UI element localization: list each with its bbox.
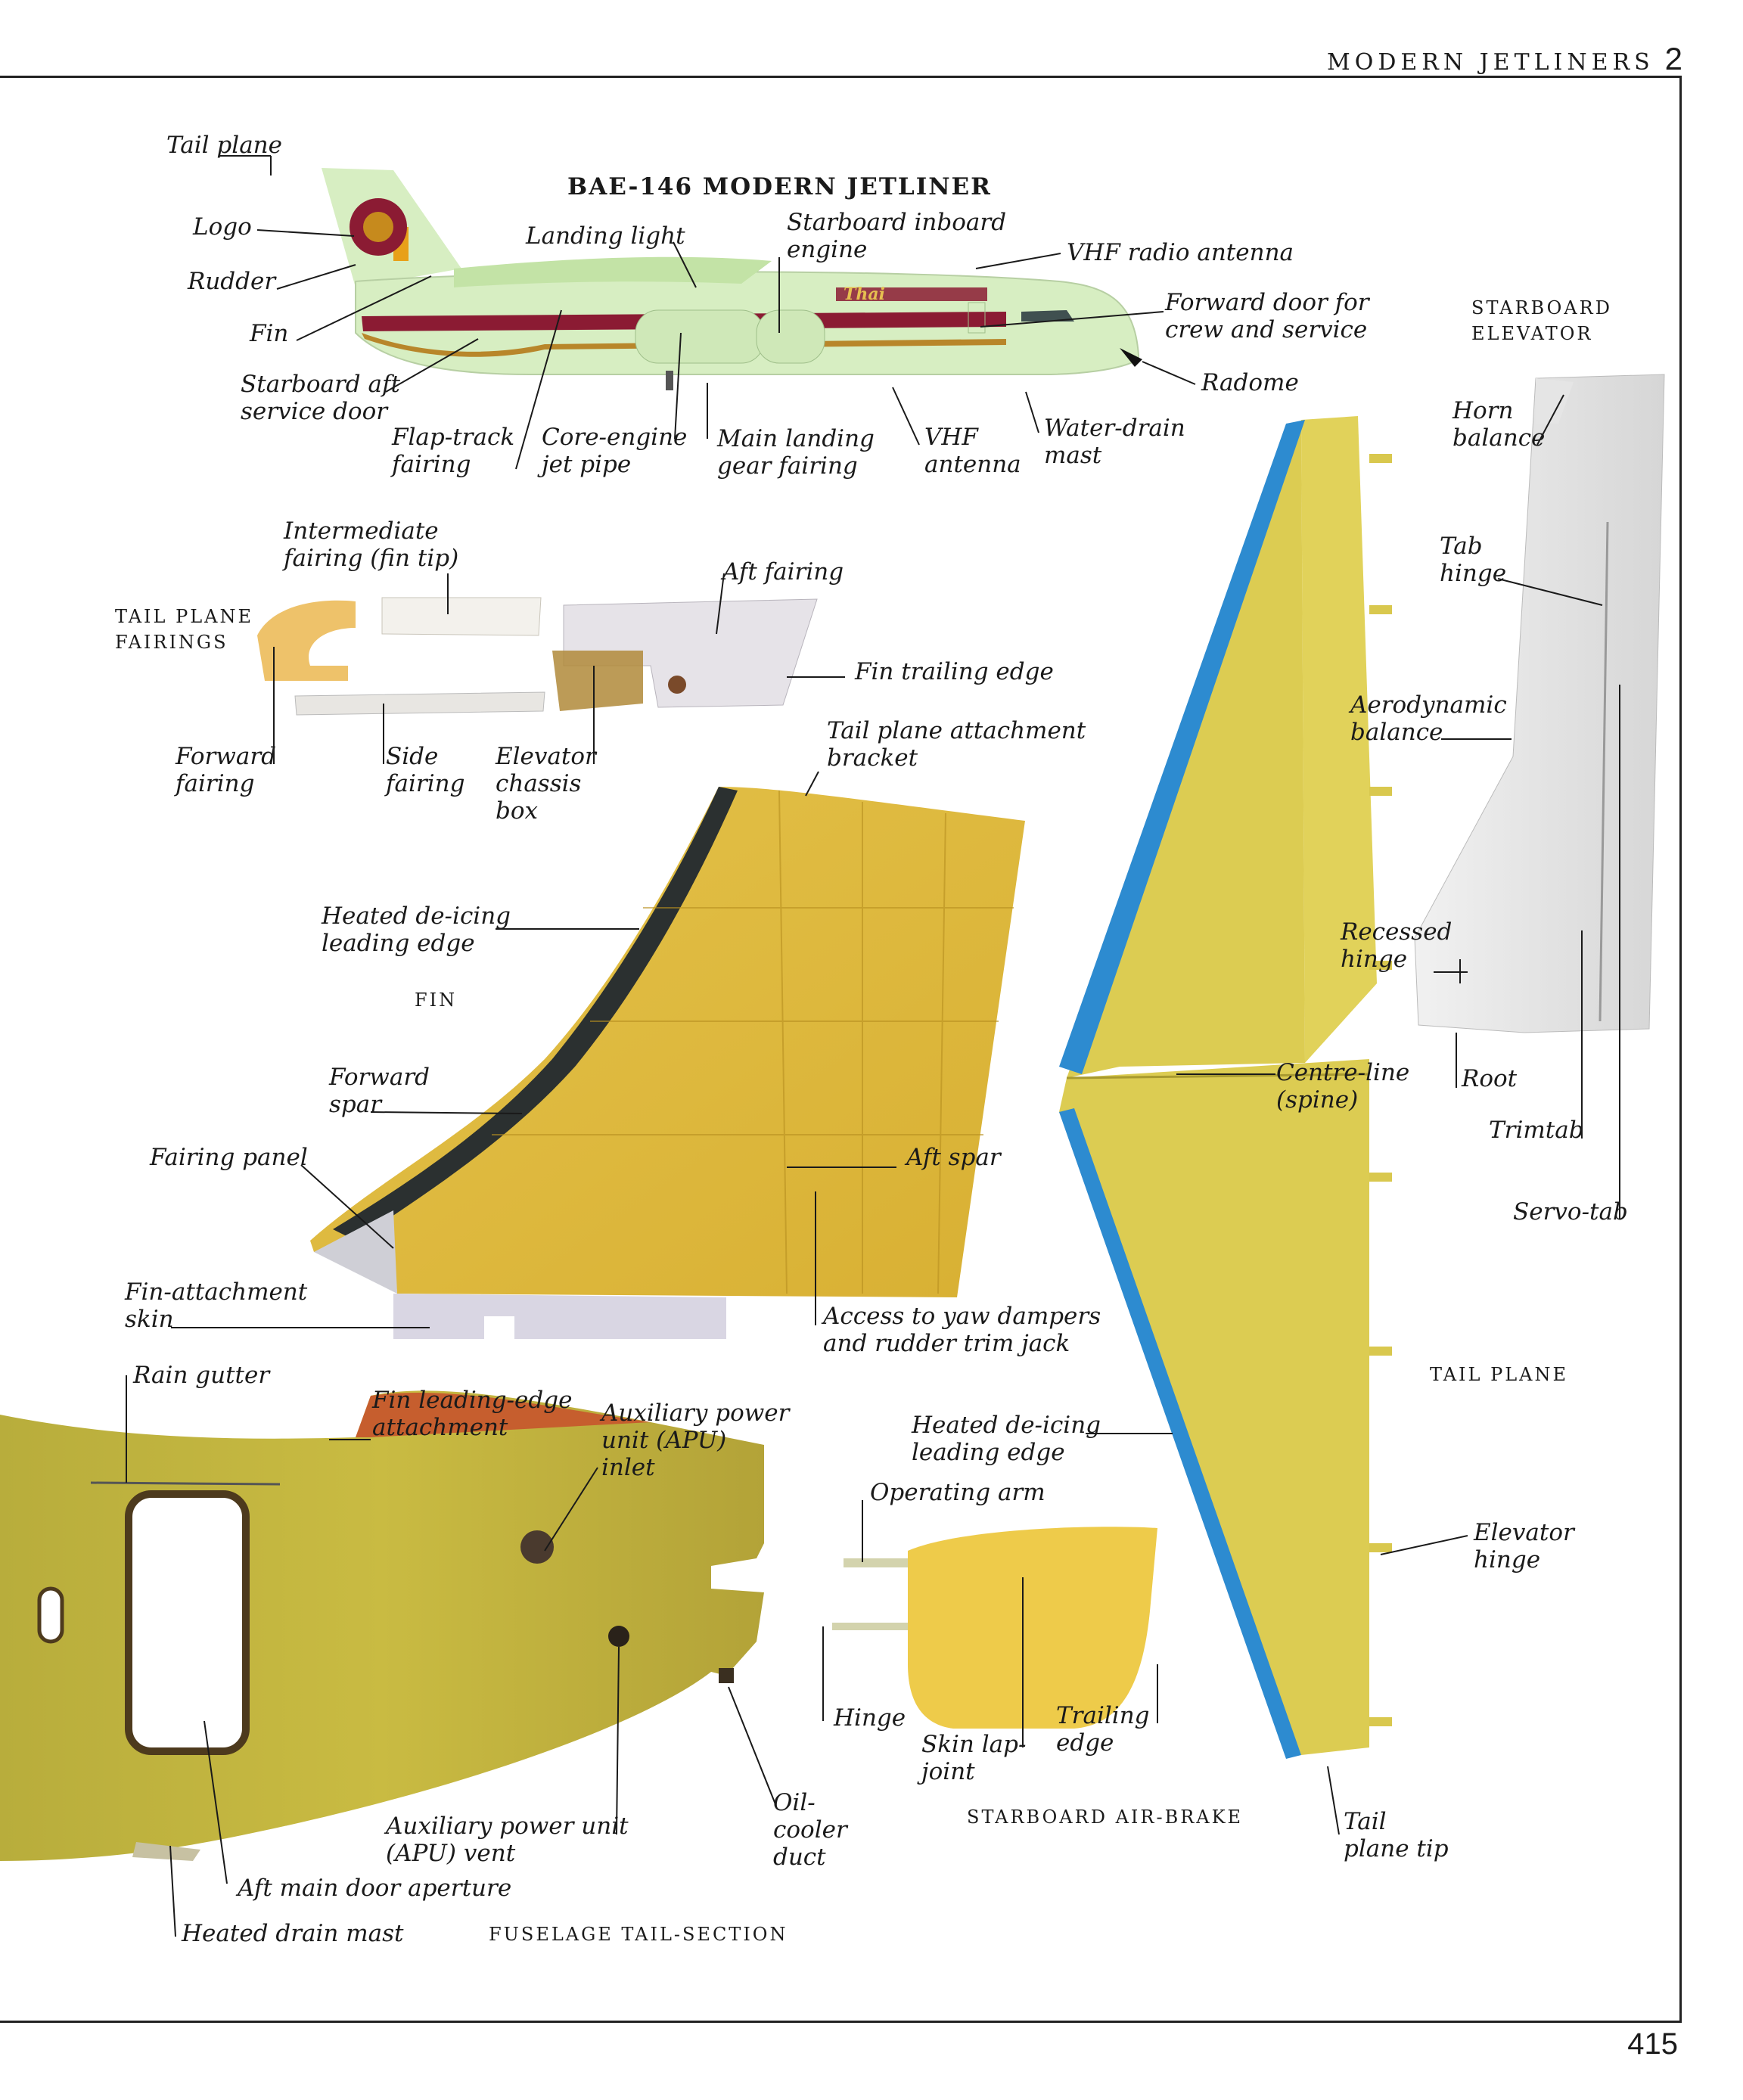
airbrake-operating-arm	[844, 1558, 908, 1567]
label-trailing-edge: Trailing edge	[1056, 1702, 1150, 1757]
fuselage-window	[39, 1589, 62, 1642]
label-water-drain-mast: Water-drain mast	[1044, 415, 1185, 469]
side-fairing-shape	[295, 692, 545, 715]
label-fin-le-attachment: Fin leading-edge attachment	[372, 1387, 572, 1441]
landing-gear	[666, 371, 673, 390]
tail-logo-centre	[363, 212, 393, 242]
label-heated-deicing-fin: Heated de-icing leading edge	[322, 902, 511, 957]
forward-fairing-shape	[257, 601, 356, 681]
label-aft-spar: Aft spar	[906, 1144, 1001, 1171]
label-apu-vent: Auxiliary power unit (APU) vent	[386, 1813, 629, 1867]
label-oil-cooler-duct: Oil- cooler duct	[773, 1789, 847, 1871]
title-fuselage-tail-section: FUSELAGE TAIL-SECTION	[489, 1921, 788, 1947]
label-vhf-radio-antenna: VHF radio antenna	[1067, 239, 1294, 266]
label-tail-plane-attachment-bracket: Tail plane attachment bracket	[827, 717, 1086, 772]
label-fairing-panel: Fairing panel	[150, 1144, 308, 1171]
label-fin-trailing-edge: Fin trailing edge	[855, 658, 1054, 685]
title-starboard-air-brake: STARBOARD AIR-BRAKE	[967, 1804, 1243, 1830]
label-heated-drain-mast: Heated drain mast	[182, 1920, 404, 1947]
label-servo-tab: Servo-tab	[1513, 1198, 1628, 1226]
label-aft-fairing: Aft fairing	[722, 558, 844, 586]
title-jetliner: BAE-146 MODERN JETLINER	[567, 174, 992, 200]
label-elevator-chassis-box: Elevator chassis box	[496, 743, 596, 825]
label-access-yaw-dampers: Access to yaw dampers and rudder trim ja…	[823, 1303, 1101, 1357]
title-fin: FIN	[415, 987, 457, 1013]
label-core-engine-jet-pipe: Core-engine jet pipe	[542, 424, 687, 478]
rain-gutter-line	[91, 1483, 280, 1484]
label-logo: Logo	[193, 213, 252, 241]
inboard-engine	[635, 310, 764, 363]
airbrake-hinge-arm	[832, 1623, 908, 1630]
label-forward-door: Forward door for crew and service	[1165, 289, 1369, 343]
intermediate-fairing-shape	[382, 598, 541, 635]
label-horn-balance: Horn balance	[1452, 397, 1545, 452]
label-side-fairing: Side fairing	[386, 743, 464, 797]
label-flap-track-fairing: Flap-track fairing	[392, 424, 514, 478]
fin-body	[310, 787, 1025, 1297]
label-elevator-hinge: Elevator hinge	[1474, 1519, 1574, 1573]
label-apu-inlet: Auxiliary power unit (APU) inlet	[601, 1399, 789, 1481]
label-vhf-antenna: VHF antenna	[924, 424, 1021, 478]
label-aerodynamic-balance: Aerodynamic balance	[1350, 691, 1507, 746]
label-recessed-hinge: Recessed hinge	[1341, 918, 1452, 973]
title-tail-plane: TAIL PLANE	[1430, 1362, 1568, 1387]
tail-fairings-illustration	[257, 598, 817, 715]
label-main-landing-gear-fairing: Main landing gear fairing	[717, 425, 875, 480]
apu-inlet-hole	[520, 1530, 554, 1564]
aft-main-door-aperture-shape	[129, 1494, 246, 1751]
airbrake-illustration	[832, 1527, 1157, 1729]
airbrake-panel	[908, 1527, 1157, 1729]
label-hinge: Hinge	[834, 1704, 906, 1732]
label-forward-spar: Forward spar	[329, 1064, 430, 1118]
title-tail-fairings: TAIL PLANE FAIRINGS	[115, 604, 253, 655]
label-operating-arm: Operating arm	[870, 1479, 1045, 1506]
label-skin-lap-joint: Skin lap- joint	[921, 1731, 1026, 1785]
label-starboard-aft-service-door: Starboard aft service door	[241, 371, 400, 425]
label-starboard-inboard-engine: Starboard inboard engine	[787, 209, 1006, 263]
label-centre-line-spine: Centre-line (spine)	[1276, 1059, 1409, 1114]
label-aft-main-door-aperture: Aft main door aperture	[238, 1875, 511, 1902]
aircraft-illustration: Thai	[322, 168, 1142, 390]
label-radome: Radome	[1201, 369, 1299, 396]
apu-vent-hole	[608, 1626, 629, 1647]
fin-attachment-skin-shape	[393, 1294, 726, 1339]
fuselage-logo-text: Thai	[844, 284, 885, 304]
label-fin-aircraft: Fin	[250, 320, 288, 347]
label-forward-fairing: Forward fairing	[176, 743, 276, 797]
label-heated-deicing-tail-plane: Heated de-icing leading edge	[912, 1412, 1101, 1466]
label-rain-gutter: Rain gutter	[133, 1362, 269, 1389]
label-landing-light: Landing light	[526, 222, 685, 250]
label-tab-hinge: Tab hinge	[1440, 533, 1506, 587]
label-rudder: Rudder	[188, 268, 275, 295]
label-trimtab: Trimtab	[1489, 1117, 1584, 1144]
label-intermediate-fairing: Intermediate fairing (fin tip)	[284, 517, 458, 572]
title-starboard-elevator: STARBOARD ELEVATOR	[1471, 295, 1612, 346]
elevator-chassis-box-shape	[552, 651, 643, 711]
label-tail-plane: Tail plane	[166, 132, 282, 159]
fin-attachment-cutout	[484, 1316, 514, 1347]
label-root: Root	[1462, 1065, 1517, 1092]
outboard-engine	[757, 310, 825, 363]
fairing-bolt	[668, 676, 686, 694]
label-tail-plane-tip: Tail plane tip	[1344, 1808, 1449, 1862]
label-fin-attachment-skin: Fin-attachment skin	[125, 1278, 307, 1333]
oil-cooler-duct-opening	[719, 1668, 734, 1683]
